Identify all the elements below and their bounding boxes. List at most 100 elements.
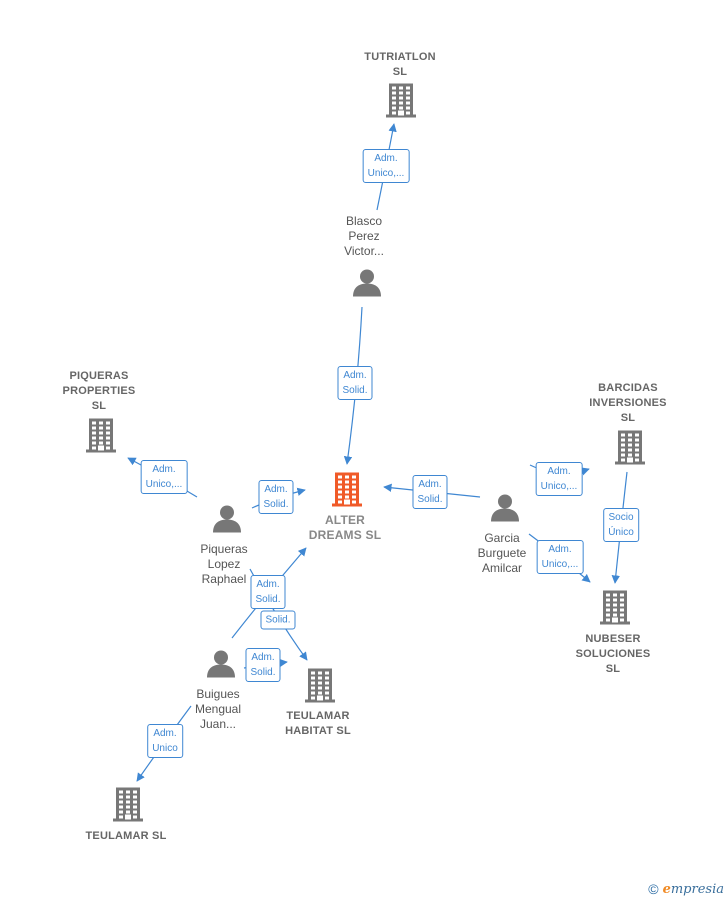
edge-label-e11[interactable]: Adm. Solid. [245, 648, 281, 682]
edge-label-line: Socio [608, 512, 634, 523]
node-label-line: PROPERTIES [62, 385, 136, 397]
node-label-line: SL [91, 400, 107, 412]
edge-label-line: Unico [152, 743, 178, 754]
edge-label-line: Unico,... [541, 559, 579, 570]
person-icon [213, 505, 241, 533]
node-label-line: INVERSIONES [589, 397, 667, 409]
person-icon [353, 269, 381, 297]
node-label-barcidas[interactable]: BARCIDAS INVERSIONES SL [589, 381, 666, 426]
node-label-line: Mengual [194, 702, 242, 716]
building-icon [386, 83, 416, 118]
node-label-teulamar[interactable]: TEULAMAR SL [85, 829, 166, 844]
node-label-line: SOLUCIONES [575, 648, 651, 660]
node-tutriatlon[interactable] [386, 82, 416, 123]
node-label-line: Juan... [199, 717, 237, 731]
node-label-line: NUBESER [585, 633, 641, 645]
edge-label-line: Adm. [153, 728, 177, 739]
node-barcidas[interactable] [615, 429, 645, 470]
edge-label-e1[interactable]: Adm. Unico,... [362, 149, 410, 183]
edge-label-line: Solid. [417, 494, 443, 505]
edge-label-e4[interactable]: Adm. Solid. [258, 480, 294, 514]
node-label-line: SL [620, 412, 636, 424]
node-label-line: Burguete [477, 546, 527, 560]
edge-label-line: Unico,... [540, 481, 578, 492]
edge-label-e6[interactable]: Adm. Unico,... [535, 462, 583, 496]
node-label-line: Buigues [196, 687, 240, 701]
edge-label-e2[interactable]: Adm. Solid. [337, 366, 373, 400]
edge-label-line: Unico,... [145, 479, 183, 490]
node-label-line: DREAMS SL [308, 528, 382, 542]
node-label-nubeser[interactable]: NUBESER SOLUCIONES SL [576, 632, 651, 677]
edge-label-line: Adm. [256, 579, 280, 590]
edge-label-e10[interactable]: Solid. [260, 610, 296, 630]
edge-label-line: Solid. [265, 614, 291, 626]
node-label-teulamar_h[interactable]: TEULAMAR HABITAT SL [285, 709, 351, 739]
edge-label-line: Solid. [342, 385, 368, 396]
node-alter[interactable] [332, 471, 362, 512]
edge-label-line: Solid. [263, 499, 289, 510]
person-icon [491, 494, 519, 522]
node-label-line: Victor... [344, 244, 384, 258]
building-icon [332, 472, 362, 507]
node-label-line: BARCIDAS [598, 382, 658, 394]
node-label-line: TEULAMAR SL [85, 830, 167, 842]
node-label-line: SL [392, 66, 408, 78]
building-icon [113, 787, 143, 822]
edge-label-line: Adm. [374, 153, 398, 164]
node-label-line: PIQUERAS [69, 370, 129, 382]
node-label-piqueras_prop[interactable]: PIQUERAS PROPERTIES SL [63, 369, 136, 414]
node-label-line: Blasco [345, 214, 383, 228]
building-icon [305, 668, 335, 703]
node-piqueras_p[interactable] [212, 504, 242, 539]
node-teulamar[interactable] [113, 786, 143, 827]
node-label-line: Piqueras [200, 542, 248, 556]
edge-label-line: Solid. [250, 667, 276, 678]
node-teulamar_h[interactable] [305, 667, 335, 708]
node-label-line: Garcia [484, 531, 520, 545]
node-garcia[interactable] [490, 493, 520, 528]
footer: © empresia [648, 881, 724, 897]
edge-label-line: Solid. [255, 594, 281, 605]
edge-label-line: Adm. [343, 370, 367, 381]
edge-label-line: Adm. [548, 544, 572, 555]
building-icon [600, 590, 630, 625]
edge-label-line: Adm. [547, 466, 571, 477]
node-label-line: Lopez [207, 557, 241, 571]
node-label-line: TEULAMAR [286, 710, 350, 722]
node-piqueras_prop[interactable] [86, 417, 116, 458]
edge-label-line: Adm. [418, 479, 442, 490]
edge-label-line: Adm. [264, 484, 288, 495]
node-nubeser[interactable] [600, 589, 630, 630]
edge-label-e9[interactable]: Adm. Solid. [250, 575, 286, 609]
node-label-line: HABITAT SL [285, 725, 351, 737]
node-label-line: Perez [348, 229, 380, 243]
edge-label-e5[interactable]: Adm. Solid. [412, 475, 448, 509]
node-label-line: SL [605, 663, 621, 675]
node-label-tutriatlon[interactable]: TUTRIATLON SL [364, 50, 435, 80]
edge-label-line: Adm. [152, 464, 176, 475]
person-icon [207, 650, 235, 678]
node-blasco[interactable] [352, 268, 382, 303]
node-label-line: TUTRIATLON [364, 51, 436, 63]
building-icon [86, 418, 116, 453]
edge-label-line: Unico,... [367, 168, 405, 179]
edge-label-line: Adm. [251, 652, 275, 663]
node-buigues[interactable] [206, 649, 236, 684]
node-label-line: Amilcar [481, 561, 523, 575]
edge-label-line: Único [608, 527, 634, 538]
edge-label-e8[interactable]: Adm. Unico,... [536, 540, 584, 574]
node-label-line: ALTER [324, 513, 366, 527]
node-label-line: Raphael [201, 572, 247, 586]
edge-label-e12[interactable]: Adm. Unico [147, 724, 183, 758]
building-icon [615, 430, 645, 465]
edge-label-e3[interactable]: Adm. Unico,... [140, 460, 188, 494]
copyright-icon: © [648, 881, 659, 897]
brand-logo[interactable]: empresia [662, 881, 724, 897]
